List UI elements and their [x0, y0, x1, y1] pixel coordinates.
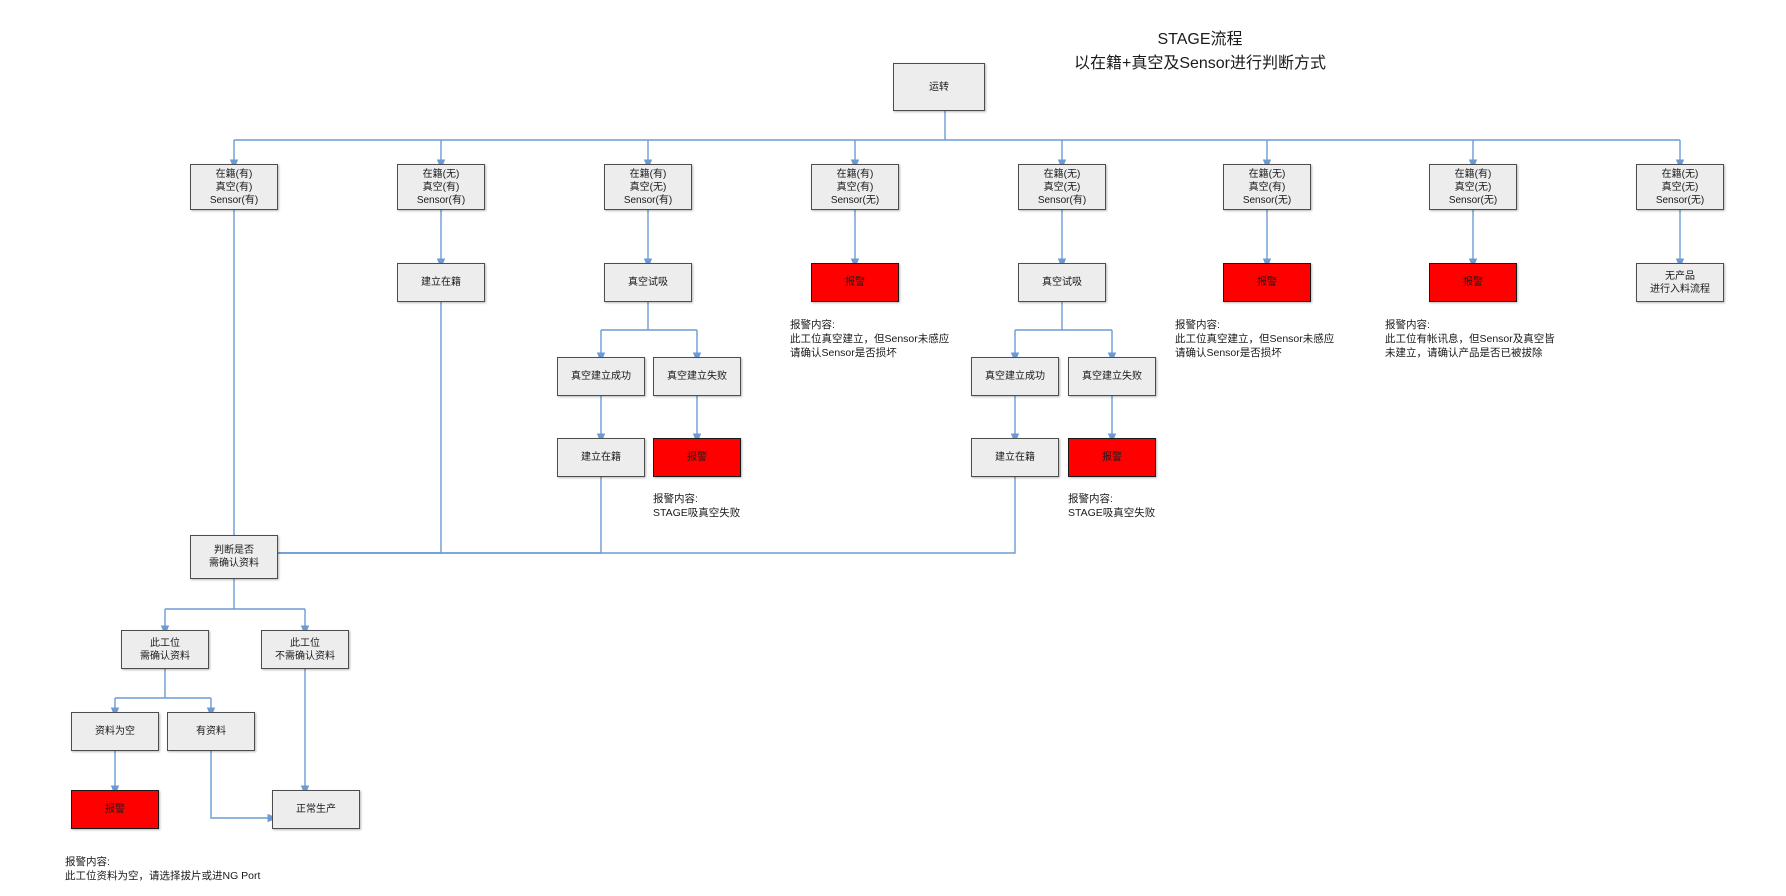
node-vacuum-fail-branch3[interactable]: 真空建立失败: [653, 357, 741, 396]
note-alarm-data-empty: 报警内容: 此工位资料为空，请选择拔片或进NG Port: [65, 856, 261, 882]
diagram-title-line1: STAGE流程: [1157, 31, 1243, 48]
node-root[interactable]: 运转: [893, 63, 985, 111]
node-vacuum-test-branch3[interactable]: 真空试吸: [604, 263, 692, 302]
node-alarm-branch4[interactable]: 报警: [811, 263, 899, 302]
node-create-record-branch2[interactable]: 建立在籍: [397, 263, 485, 302]
node-alarm-vacuum-fail-branch3[interactable]: 报警: [653, 438, 741, 477]
note-alarm-branch6: 报警内容: 此工位真空建立，但Sensor未感应 请确认Sensor是否损坏: [1175, 319, 1335, 359]
node-condition-2[interactable]: 在籍(无) 真空(有) Sensor(有): [397, 164, 485, 210]
node-condition-8[interactable]: 在籍(无) 真空(无) Sensor(无): [1636, 164, 1724, 210]
node-vacuum-success-branch5[interactable]: 真空建立成功: [971, 357, 1059, 396]
node-decision-confirm-data[interactable]: 判断是否 需确认资料: [190, 535, 278, 579]
node-alarm-vacuum-fail-branch5[interactable]: 报警: [1068, 438, 1156, 477]
node-alarm-data-empty[interactable]: 报警: [71, 790, 159, 829]
note-alarm-branch7: 报警内容: 此工位有帐讯息，但Sensor及真空皆 未建立，请确认产品是否已被拔…: [1385, 319, 1555, 359]
node-create-record-branch3[interactable]: 建立在籍: [557, 438, 645, 477]
node-condition-3[interactable]: 在籍(有) 真空(无) Sensor(有): [604, 164, 692, 210]
node-vacuum-fail-branch5[interactable]: 真空建立失败: [1068, 357, 1156, 396]
node-normal-production[interactable]: 正常生产: [272, 790, 360, 829]
diagram-title-line2: 以在籍+真空及Sensor进行判断方式: [1073, 55, 1327, 72]
node-vacuum-success-branch3[interactable]: 真空建立成功: [557, 357, 645, 396]
node-condition-4[interactable]: 在籍(有) 真空(有) Sensor(无): [811, 164, 899, 210]
node-vacuum-test-branch5[interactable]: 真空试吸: [1018, 263, 1106, 302]
node-has-data[interactable]: 有资料: [167, 712, 255, 751]
node-condition-1[interactable]: 在籍(有) 真空(有) Sensor(有): [190, 164, 278, 210]
node-no-need-confirm-data[interactable]: 此工位 不需确认资料: [261, 630, 349, 669]
node-create-record-branch5[interactable]: 建立在籍: [971, 438, 1059, 477]
node-condition-6[interactable]: 在籍(无) 真空(有) Sensor(无): [1223, 164, 1311, 210]
node-data-empty[interactable]: 资料为空: [71, 712, 159, 751]
node-alarm-branch6[interactable]: 报警: [1223, 263, 1311, 302]
node-condition-7[interactable]: 在籍(有) 真空(无) Sensor(无): [1429, 164, 1517, 210]
note-alarm-branch5: 报警内容: STAGE吸真空失败: [1068, 493, 1156, 519]
node-condition-5[interactable]: 在籍(无) 真空(无) Sensor(有): [1018, 164, 1106, 210]
node-alarm-branch7[interactable]: 报警: [1429, 263, 1517, 302]
diagram-title: STAGE流程 以在籍+真空及Sensor进行判断方式: [1000, 28, 1400, 76]
note-alarm-branch3: 报警内容: STAGE吸真空失败: [653, 493, 741, 519]
note-alarm-branch4: 报警内容: 此工位真空建立，但Sensor未感应 请确认Sensor是否损坏: [790, 319, 950, 359]
node-need-confirm-data[interactable]: 此工位 需确认资料: [121, 630, 209, 669]
node-no-product-branch8[interactable]: 无产品 进行入料流程: [1636, 263, 1724, 302]
